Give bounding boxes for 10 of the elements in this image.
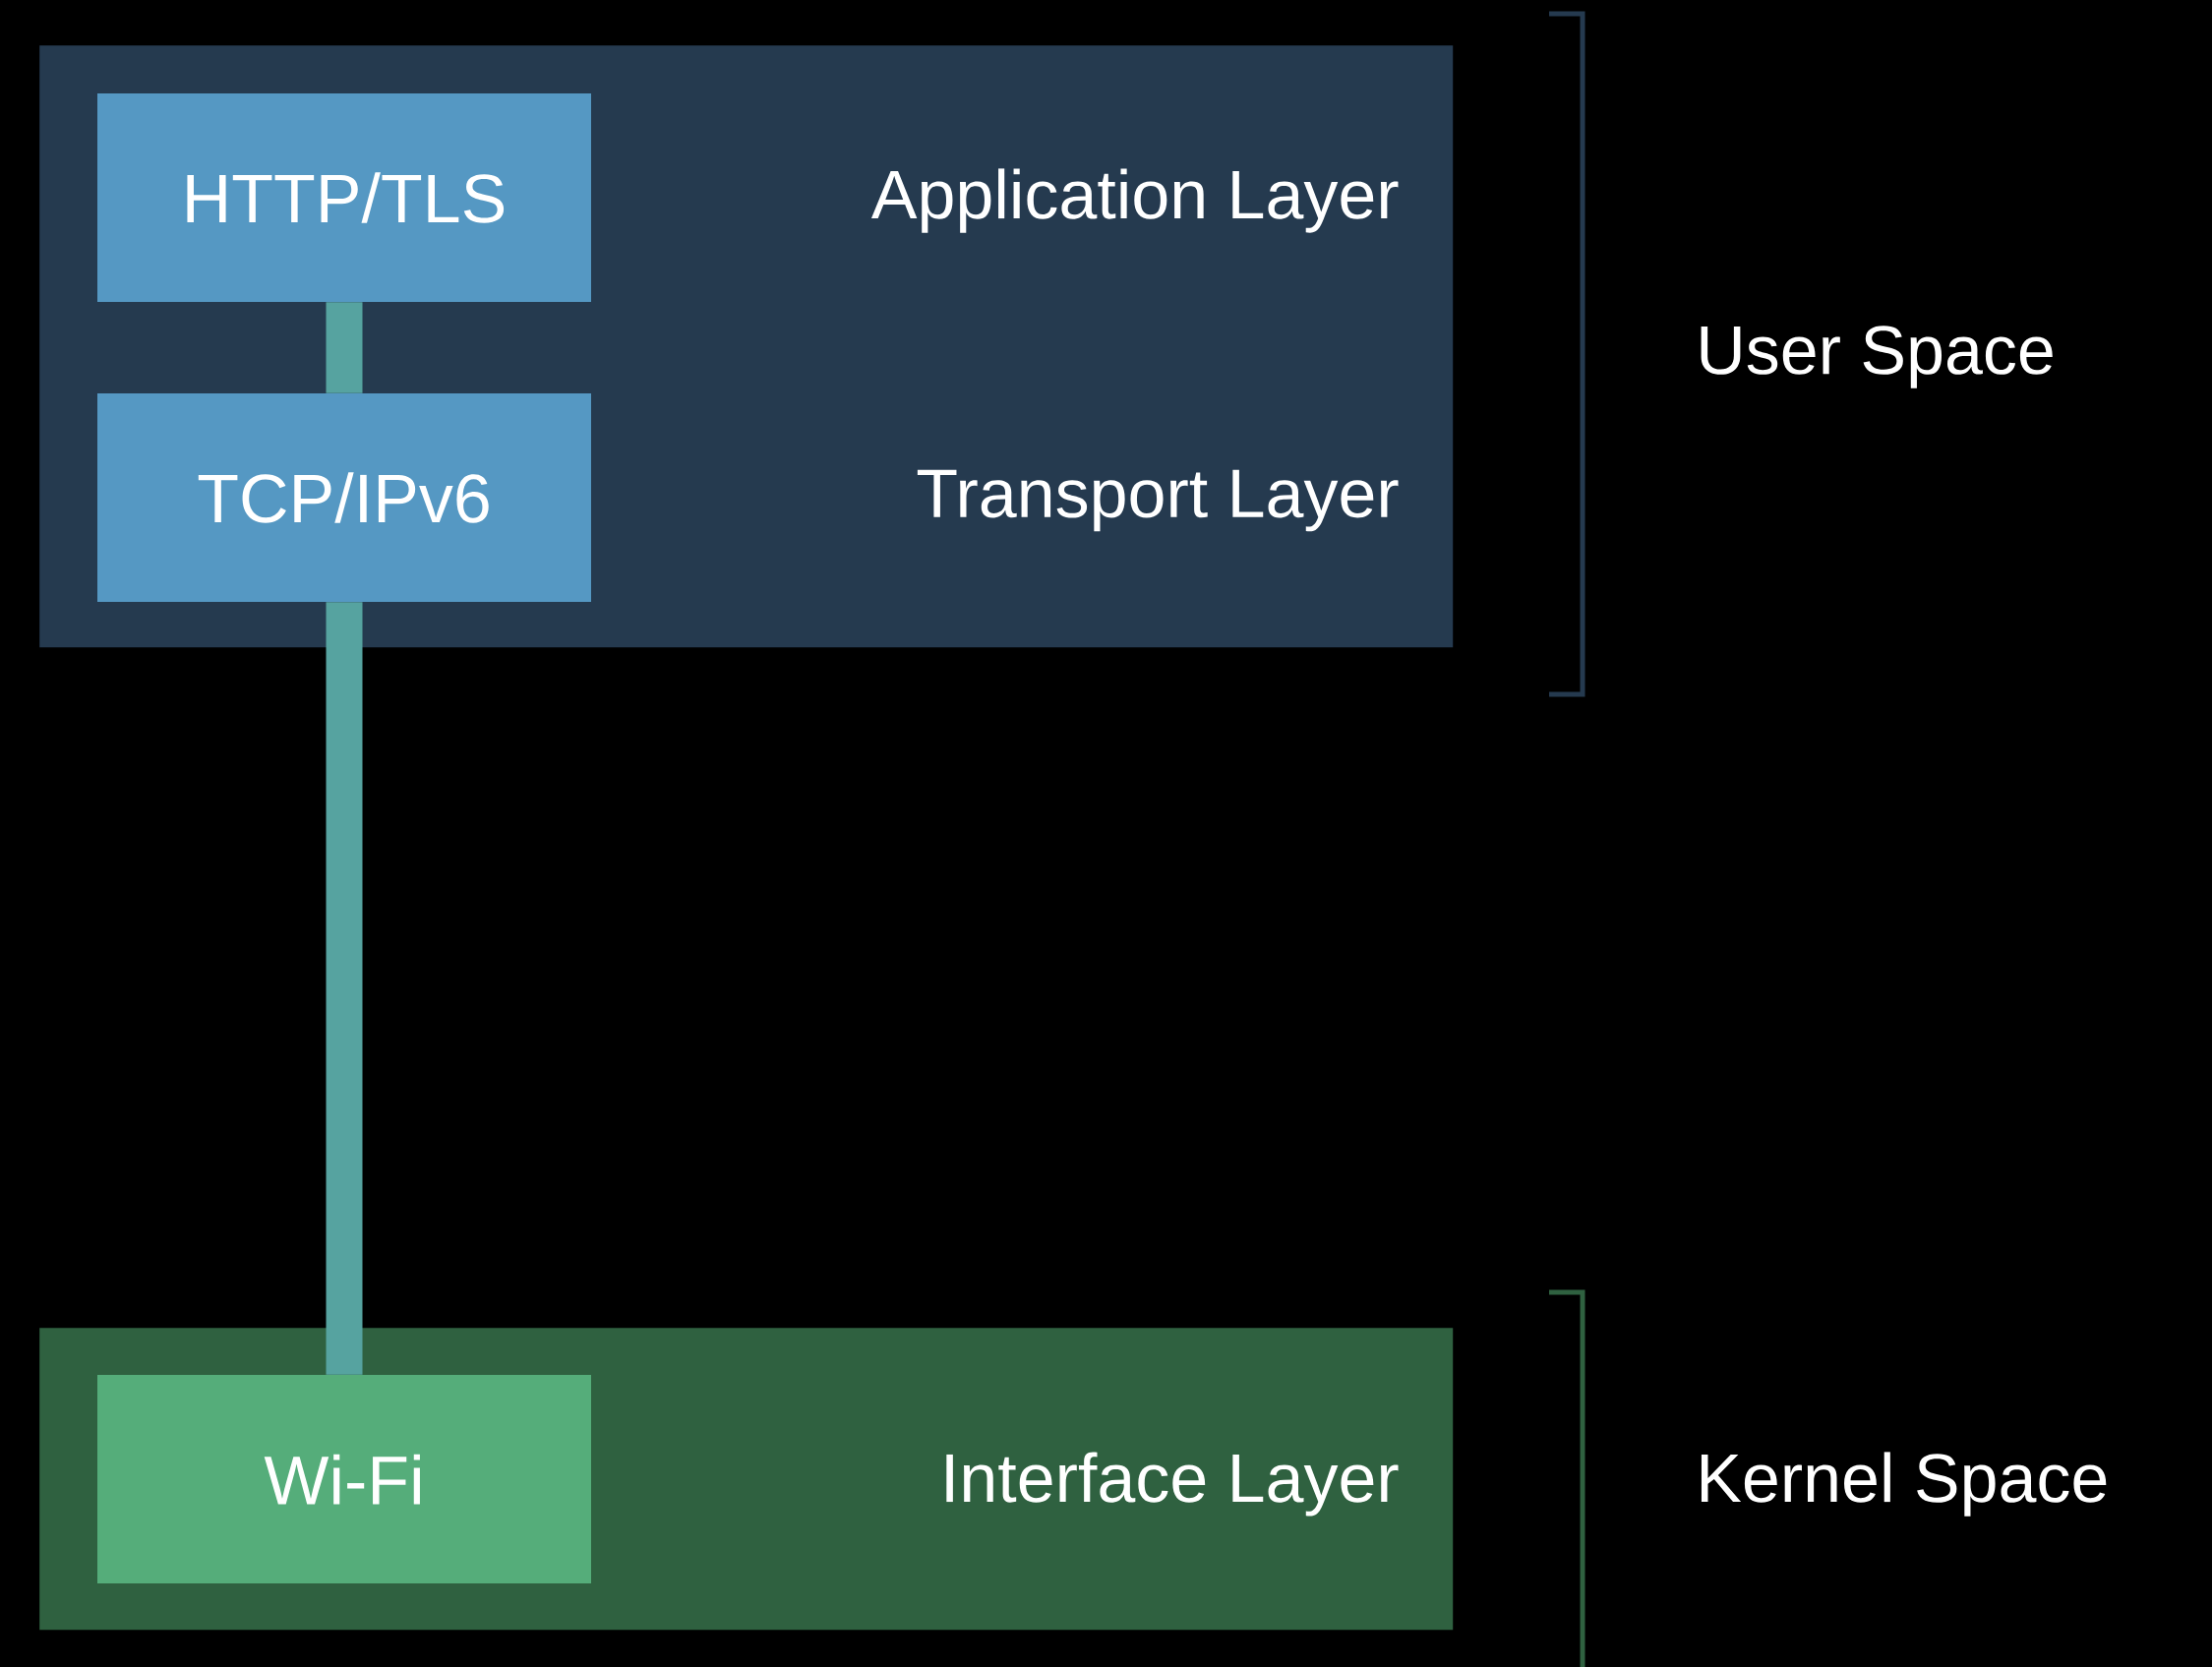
connector-line — [326, 602, 363, 1375]
connector-line — [326, 302, 363, 393]
protocol-box: TCP/IPv6 — [97, 393, 591, 602]
protocol-box: Wi-Fi — [97, 1375, 591, 1583]
space-label: Kernel Space — [1701, 1452, 2107, 1517]
layer-label: Application Layer — [870, 168, 1399, 233]
layer-label: Transport Layer — [917, 469, 1399, 532]
protocol-box: HTTP/TLS — [97, 93, 591, 302]
space-label: User Space — [1701, 326, 2053, 388]
layer-label: Interface Layer — [946, 1452, 1399, 1517]
